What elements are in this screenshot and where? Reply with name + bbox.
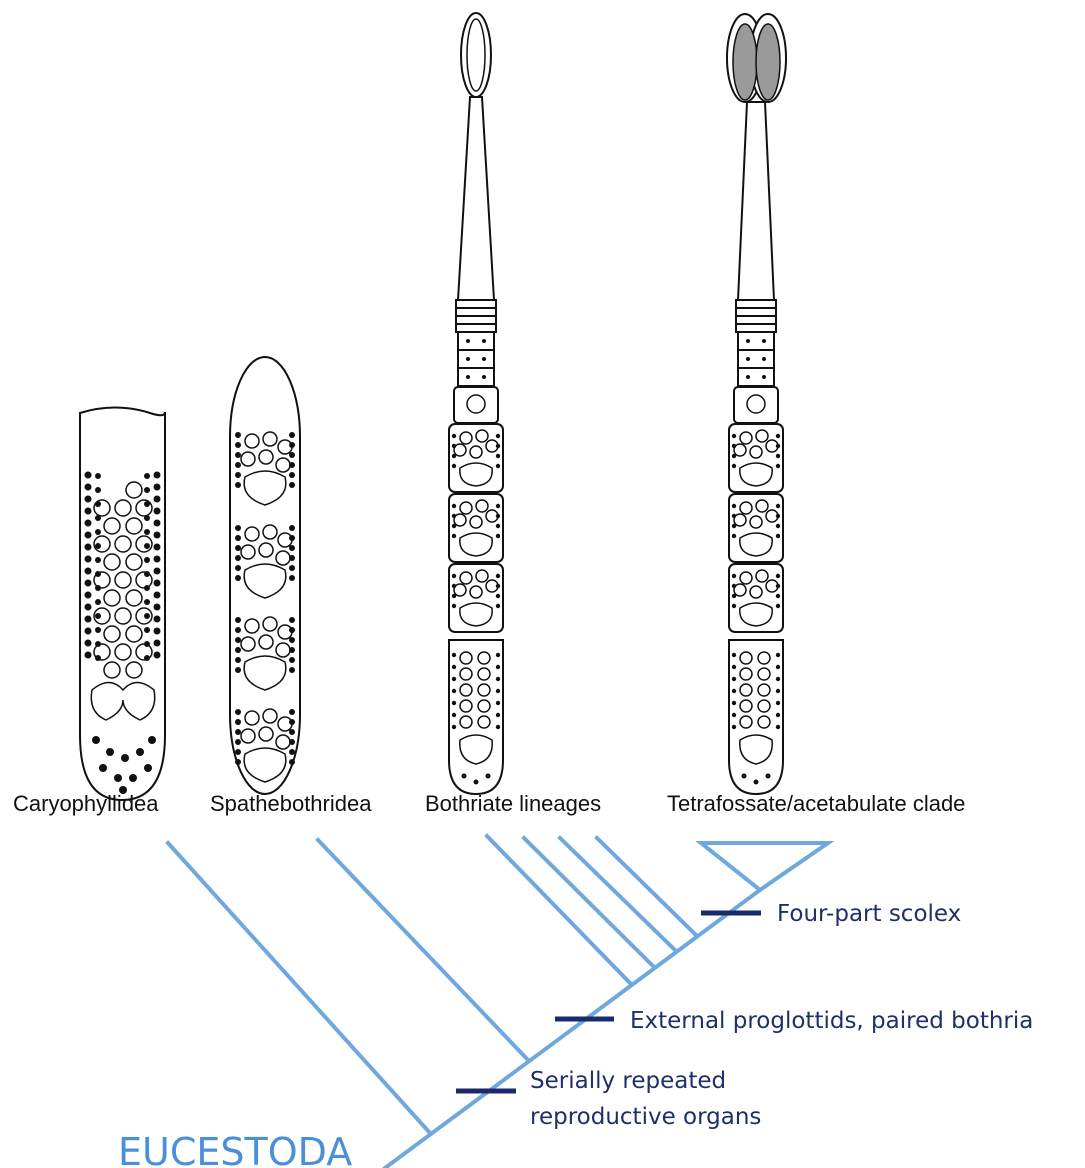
tetrafossate-clade-triangle (701, 843, 828, 890)
taxon-label-caryophyllidea: Caryophyllidea (13, 791, 159, 816)
character-label-external-proglottids: External proglottids, paired bothria (630, 1008, 1033, 1034)
taxon-label-tetrafossate-clade: Tetrafossate/acetabulate clade (667, 791, 965, 816)
tetrafossate-worm-illustration (727, 14, 786, 794)
branch-bothriate-2 (524, 838, 653, 966)
bothriate-strobila (449, 300, 503, 794)
bothriate-worm-illustration (449, 13, 503, 794)
character-label-serially-repeated-line2: reproductive organs (530, 1104, 761, 1130)
branch-caryophyllidea (168, 843, 430, 1133)
branch-bothriate-1 (487, 836, 630, 983)
spathebothridea-illustration (230, 357, 300, 794)
character-label-serially-repeated-line1: Serially repeated (530, 1068, 726, 1094)
branch-spathebothridea (318, 840, 528, 1060)
character-label-four-part-scolex: Four-part scolex (777, 901, 961, 927)
caryophyllidea-illustration (80, 408, 165, 801)
bothriate-scolex (461, 13, 491, 97)
tetrafossate-bothridium (733, 24, 757, 100)
taxon-label-spathebothridea: Spathebothridea (210, 791, 372, 816)
bothriate-neck (458, 97, 494, 300)
root-label-eucestoda: EUCESTODA (118, 1130, 352, 1168)
tetrafossate-bothridium (756, 24, 780, 100)
tetrafossate-neck (738, 102, 774, 300)
taxon-label-bothriate-lineages: Bothriate lineages (425, 791, 601, 816)
tetrafossate-strobila (729, 300, 783, 794)
